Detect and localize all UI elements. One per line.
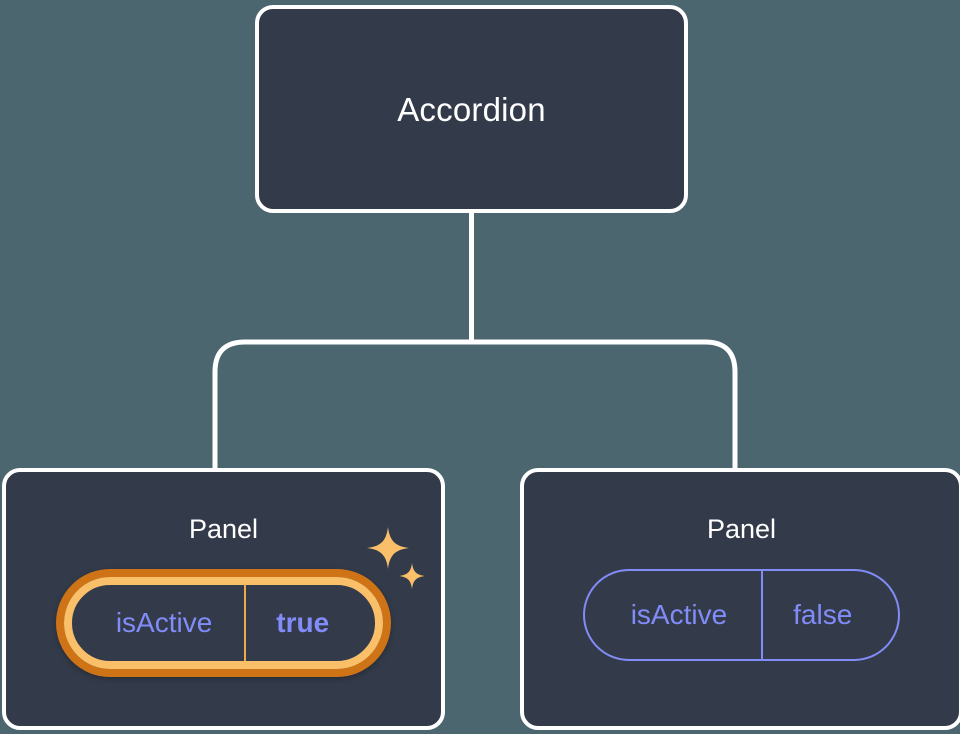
sparkles-group (365, 527, 435, 605)
prop-key-is-active: isActive (630, 599, 728, 630)
node-panel-inactive-label: Panel (706, 514, 777, 544)
connector-to-left-panel (212, 339, 472, 470)
prop-pill-active[interactable]: isActive true (55, 569, 392, 677)
prop-pill-active-wrap: isActive true (55, 527, 426, 677)
prop-value-true: true (244, 585, 375, 661)
prop-pill-inactive[interactable]: isActive false (582, 569, 901, 661)
sparkle-icon (367, 527, 410, 569)
prop-value-false: false (761, 571, 898, 659)
node-panel-active-label: Panel (188, 514, 259, 544)
sparkle-icon (399, 563, 426, 589)
prop-key-is-active: isActive (115, 607, 213, 638)
node-panel-inactive[interactable]: Panel isActive false (520, 468, 960, 730)
connector-to-right-panel (471, 339, 738, 470)
prop-pill-inactive-wrap: isActive false (582, 569, 901, 661)
node-accordion-label: Accordion (397, 90, 546, 128)
node-accordion[interactable]: Accordion (255, 5, 688, 213)
node-panel-active[interactable]: Panel isActive true (2, 468, 445, 730)
